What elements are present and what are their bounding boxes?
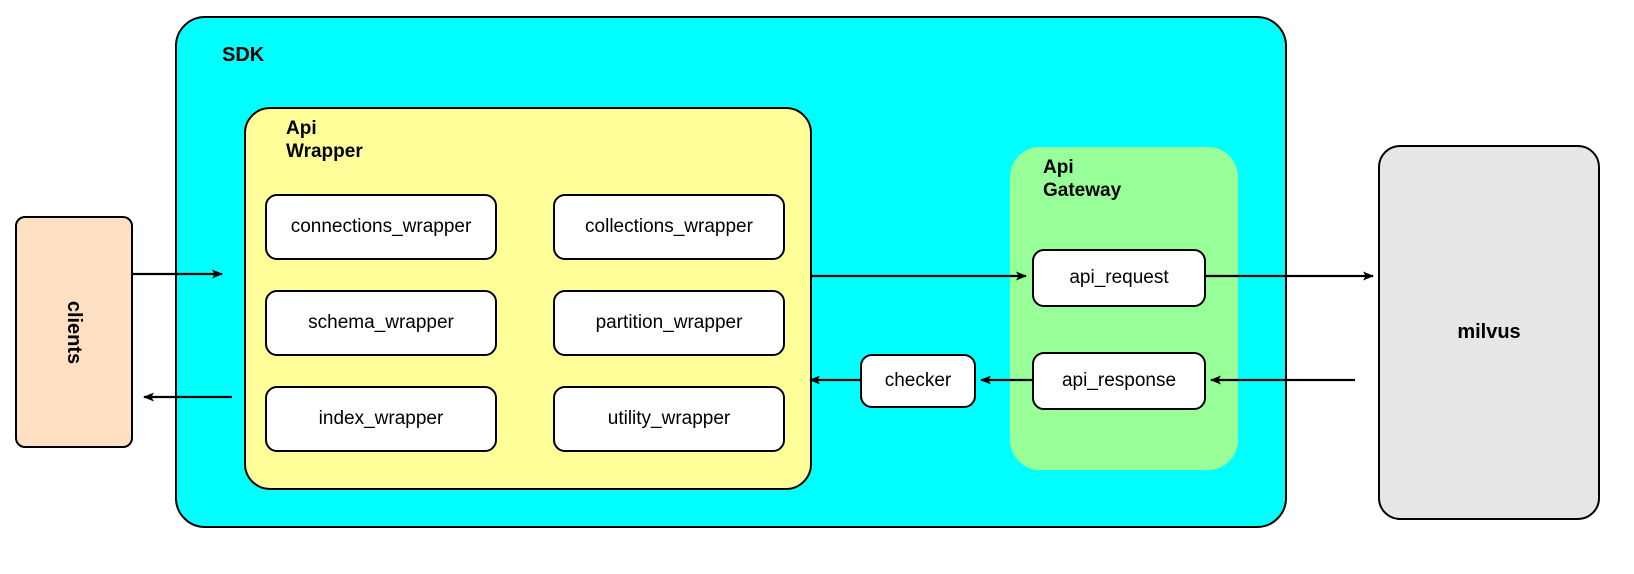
node-api-request[interactable]: api_request	[1032, 249, 1206, 307]
sdk-label: SDK	[222, 44, 265, 66]
clients-label: clients	[63, 300, 86, 364]
node-connections-wrapper[interactable]: connections_wrapper	[265, 194, 497, 260]
node-checker[interactable]: checker	[860, 354, 976, 408]
milvus-label: milvus	[1457, 321, 1521, 343]
clients-node[interactable]: clients	[15, 216, 133, 448]
api-wrapper-label: Api Wrapper	[286, 118, 363, 162]
api-gateway-container: Api Gateway	[1010, 147, 1238, 470]
node-api-response[interactable]: api_response	[1032, 352, 1206, 410]
node-index-wrapper[interactable]: index_wrapper	[265, 386, 497, 452]
node-partition-wrapper[interactable]: partition_wrapper	[553, 290, 785, 356]
node-schema-wrapper[interactable]: schema_wrapper	[265, 290, 497, 356]
api-gateway-label: Api Gateway	[1043, 157, 1122, 201]
node-utility-wrapper[interactable]: utility_wrapper	[553, 386, 785, 452]
node-collections-wrapper[interactable]: collections_wrapper	[553, 194, 785, 260]
milvus-node[interactable]: milvus	[1378, 145, 1600, 520]
